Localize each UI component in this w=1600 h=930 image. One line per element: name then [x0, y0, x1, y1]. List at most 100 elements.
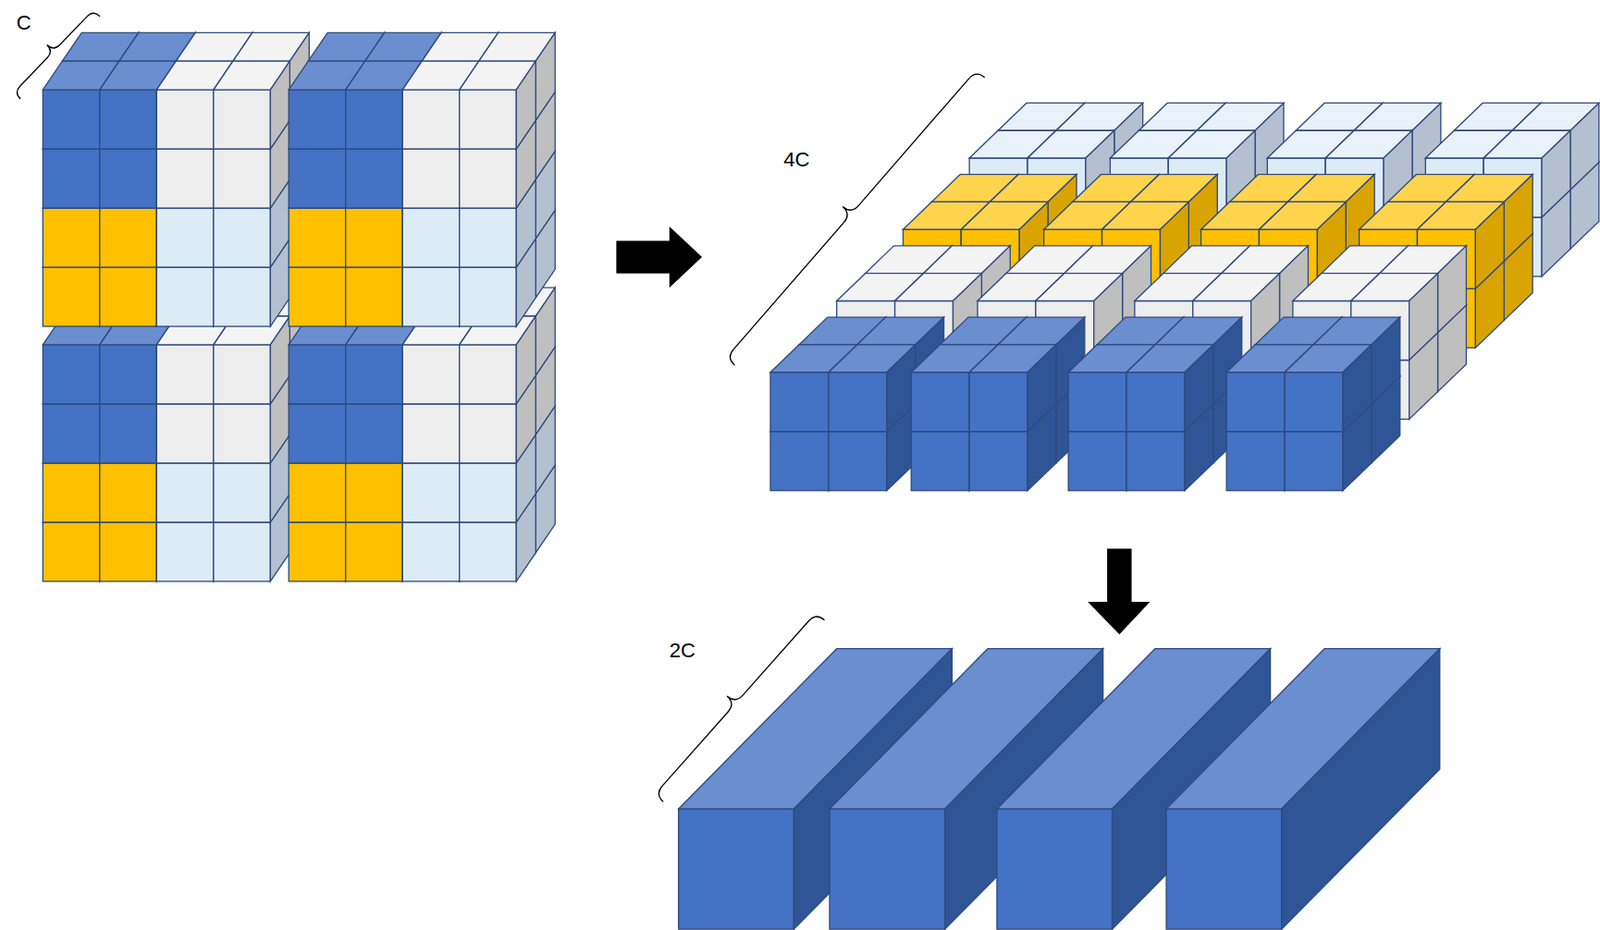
cube-front: [99, 463, 158, 523]
cube-front: [99, 267, 158, 327]
cube-front: [42, 522, 100, 582]
cube-front: [1284, 372, 1343, 432]
input-feature-cubes: [42, 32, 555, 582]
cube-front: [828, 431, 887, 492]
cube-front: [99, 344, 158, 405]
cube-front: [345, 89, 404, 149]
cube-side: [516, 316, 536, 405]
cube-front: [288, 208, 346, 268]
cube-front: [345, 208, 404, 268]
cube-front: [402, 404, 460, 464]
cube-side: [1281, 649, 1440, 930]
cube-front: [402, 89, 460, 149]
cube-front: [678, 809, 795, 930]
cube-front: [156, 148, 214, 209]
cube-front: [459, 522, 517, 582]
cube-front: [288, 463, 346, 523]
cube-front: [42, 344, 100, 405]
cube-front: [213, 89, 271, 149]
cube-front: [213, 404, 271, 464]
cube-front: [99, 522, 158, 582]
cube-front: [213, 267, 271, 327]
dimension-label: 4C: [783, 148, 810, 170]
cube-front: [402, 522, 460, 582]
cube-side: [1503, 174, 1533, 262]
cube-front: [156, 344, 214, 405]
cube-front: [156, 89, 214, 149]
cube-front: [99, 89, 158, 149]
cube-front: [42, 404, 100, 464]
cube-front: [1126, 372, 1185, 432]
cube-front: [829, 809, 946, 930]
dimension-label: 2C: [669, 640, 696, 661]
cube-front: [288, 89, 346, 149]
cube-front: [42, 208, 100, 268]
cube-front: [1226, 372, 1285, 432]
cube-front: [156, 522, 214, 582]
cube-front: [42, 89, 100, 149]
cube-front: [288, 267, 346, 327]
cube-front: [345, 344, 404, 405]
cube-front: [42, 267, 100, 327]
cube-side: [1342, 344, 1372, 432]
cube-front: [770, 431, 829, 492]
cube-front: [345, 463, 404, 523]
cube-front: [156, 208, 214, 268]
cube-side: [1570, 102, 1600, 190]
cube-front: [910, 372, 970, 432]
dimension-label: C: [16, 12, 32, 33]
cube-front: [1284, 431, 1343, 492]
cube-front: [42, 463, 100, 523]
dimension-brace: [729, 73, 985, 366]
cube-side: [1541, 130, 1571, 218]
cube-front: [828, 372, 887, 432]
cube-front: [213, 344, 271, 405]
cube-front: [42, 148, 100, 209]
cube-side: [270, 316, 290, 405]
cube-side: [1475, 201, 1504, 289]
cube-side: [1027, 344, 1057, 432]
dimension-braces: [16, 12, 985, 802]
cube-side: [1409, 273, 1439, 361]
cube-front: [99, 148, 158, 209]
cube-front: [1166, 809, 1282, 930]
cube-front: [459, 404, 517, 464]
cube-front: [969, 431, 1028, 492]
cube-front: [156, 404, 214, 464]
cube-front: [459, 267, 517, 327]
cube-side: [1438, 246, 1467, 333]
cube-side: [535, 32, 555, 121]
cube-front: [99, 404, 158, 464]
down-arrow: [1087, 549, 1150, 636]
cube-front: [345, 522, 404, 582]
cube-front: [288, 344, 346, 405]
cube-front: [1126, 431, 1185, 492]
cube-front: [156, 463, 214, 523]
cube-front: [969, 372, 1028, 432]
cube-front: [213, 463, 271, 523]
merged-feature-bars: [678, 649, 1440, 930]
cube-front: [910, 431, 970, 492]
cube-front: [459, 208, 517, 268]
cube-front: [402, 463, 460, 523]
right-arrow: [615, 226, 702, 288]
cube-front: [345, 267, 404, 327]
dimension-brace: [658, 616, 825, 802]
cube-front: [459, 463, 517, 523]
cube-front: [402, 208, 460, 268]
cube-side: [535, 287, 555, 376]
cube-front: [402, 344, 460, 405]
cube-front: [213, 208, 271, 268]
cube-front: [288, 404, 346, 464]
cube-front: [1068, 431, 1127, 492]
split-feature-cubes: [770, 102, 1600, 491]
cube-front: [459, 344, 517, 405]
cube-side: [1184, 344, 1214, 432]
cube-front: [459, 89, 517, 149]
cube-front: [99, 208, 158, 268]
cube-front: [402, 148, 460, 209]
cube-front: [345, 148, 404, 209]
cube-side: [1371, 317, 1401, 405]
